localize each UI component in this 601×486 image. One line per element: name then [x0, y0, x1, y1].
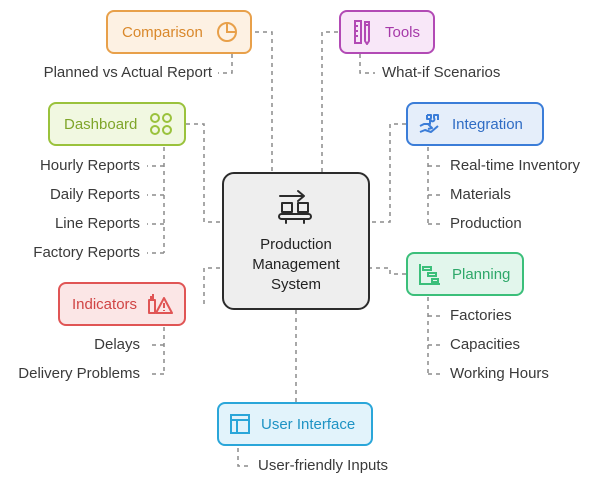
tools-item: What-if Scenarios — [382, 64, 501, 81]
planning-item: Factories — [450, 307, 512, 324]
gantt-icon — [418, 262, 442, 286]
tools-label: Tools — [385, 23, 421, 41]
window-icon — [229, 413, 251, 435]
indicators-item: Delivery Problems — [18, 365, 140, 382]
puzzle-hand-icon — [418, 112, 442, 136]
integration-item: Real-time Inventory — [450, 157, 581, 174]
conveyor-belt-icon — [276, 188, 316, 231]
integration-label: Integration — [452, 115, 523, 133]
planning-label: Planning — [452, 265, 511, 283]
planning-node[interactable]: Planning — [406, 252, 524, 296]
link-center-dashboard — [186, 123, 222, 223]
user-interface-label: User Interface — [261, 415, 356, 433]
link-center-integration — [370, 123, 406, 223]
link-ui-items — [237, 448, 252, 467]
dashboard-item: Line Reports — [54, 215, 140, 232]
ruler-pencil-icon — [353, 19, 373, 45]
user-interface-node[interactable]: User Interface — [217, 402, 373, 446]
tools-node[interactable]: Tools — [339, 10, 435, 54]
link-center-planning — [370, 267, 406, 275]
comparison-node[interactable]: Comparison — [106, 10, 252, 54]
comparison-label: Comparison — [122, 23, 203, 41]
dashboard-item: Daily Reports — [49, 186, 140, 203]
integration-node[interactable]: Integration — [406, 102, 544, 146]
indicators-item: Delays — [94, 336, 140, 353]
integration-item: Production — [450, 215, 522, 232]
link-comparison-items — [218, 54, 233, 74]
link-center-tools — [321, 31, 338, 172]
center-node[interactable]: Production Management System — [222, 172, 370, 310]
dashboard-node[interactable]: Dashboard — [48, 102, 186, 146]
planning-item: Capacities — [450, 336, 521, 353]
indicators-label: Indicators — [72, 295, 138, 313]
link-center-indicators — [203, 267, 222, 304]
pie-chart-icon — [215, 20, 239, 44]
grid-circles-icon — [149, 112, 173, 136]
indicators-node[interactable]: Indicators — [58, 282, 186, 326]
link-center-comparison — [255, 31, 273, 172]
user-interface-item: User-friendly Inputs — [258, 457, 389, 474]
integration-item: Materials — [450, 186, 511, 203]
dashboard-label: Dashboard — [64, 115, 138, 133]
link-tools-items — [359, 54, 375, 74]
dashboard-item: Factory Reports — [33, 244, 140, 261]
dashboard-item: Hourly Reports — [39, 157, 140, 174]
warning-icon — [147, 292, 174, 316]
planning-item: Working Hours — [450, 365, 549, 382]
center-title: Production Management System — [252, 235, 340, 293]
comparison-item: Planned vs Actual Report — [43, 64, 212, 81]
